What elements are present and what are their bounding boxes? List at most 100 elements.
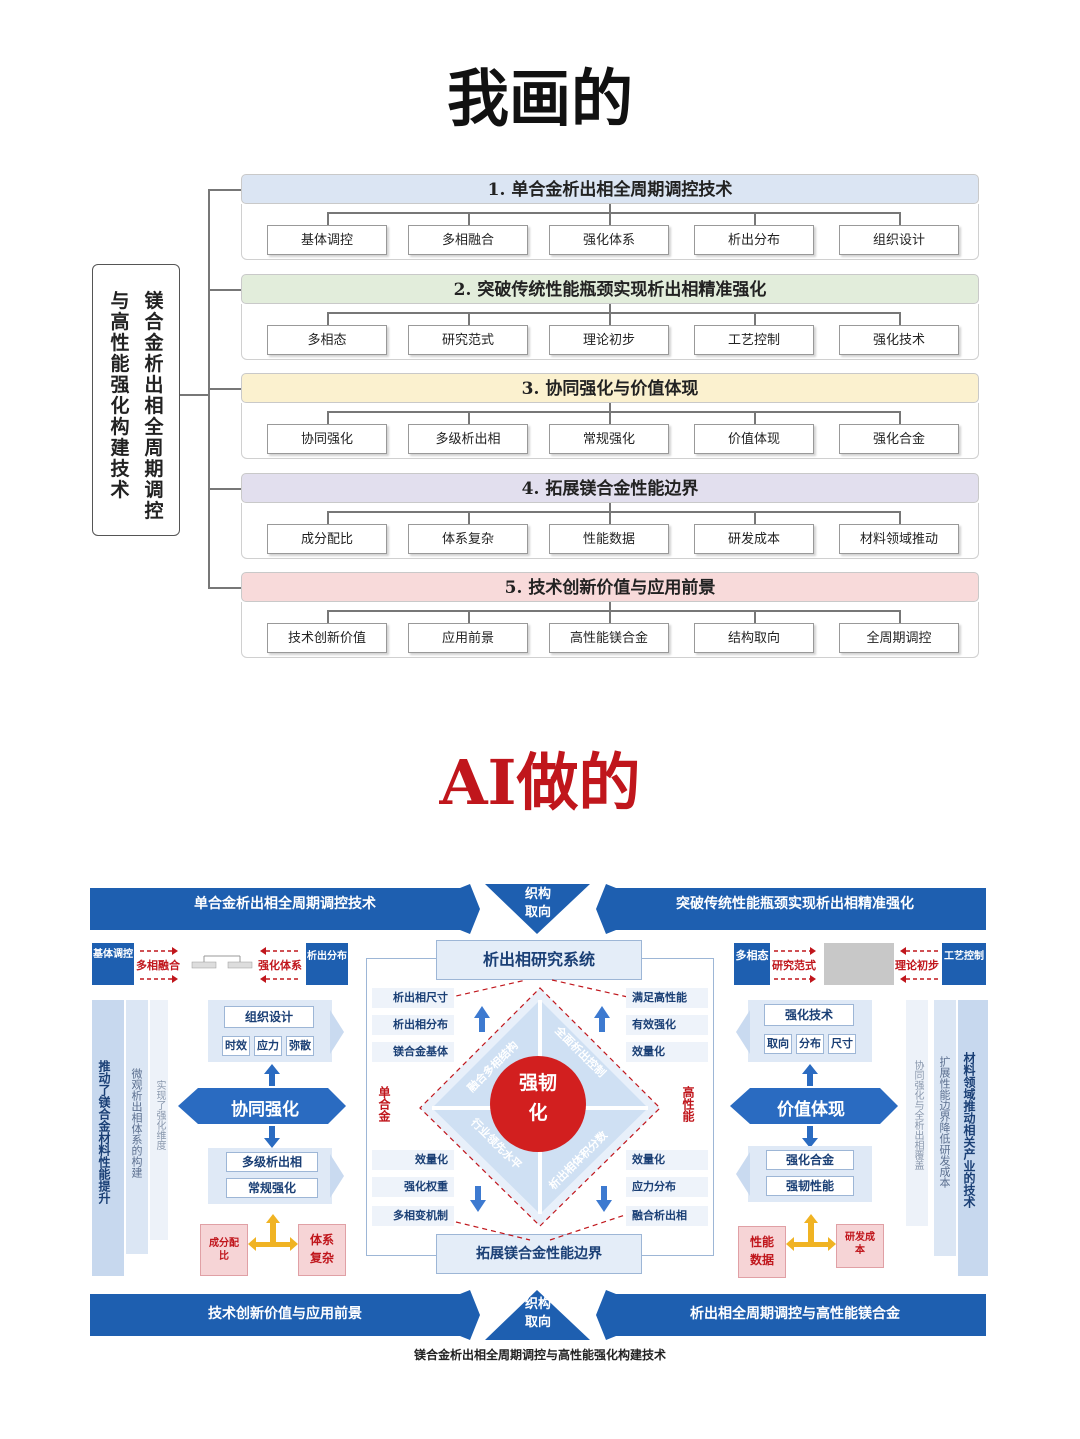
right-main-label: 价值体现 (777, 1100, 845, 1120)
right-row-a: 多相态 (734, 943, 770, 985)
left-pink-2: 体系 复杂 (298, 1224, 346, 1276)
band-title: 1. 单合金析出相全周期调控技术 (241, 174, 979, 204)
right-mid-strip (934, 1000, 956, 1256)
center-right-tab: 效量化 (626, 1150, 708, 1170)
band-bar (327, 212, 901, 214)
item-stem (468, 610, 470, 624)
band-item: 基体调控 (267, 225, 387, 255)
item-stem (327, 212, 329, 226)
right-outer-vertical: 材料领域推动相关产业的技术 (962, 1052, 976, 1208)
left-row-c: 强化体系 (258, 959, 302, 972)
top-center-triangle (485, 884, 590, 934)
right-panel-arrows (802, 1064, 818, 1148)
band-connector (208, 587, 242, 589)
item-stem (609, 411, 611, 425)
item-stem (754, 411, 756, 425)
right-panel-top-chevron (736, 1010, 750, 1054)
band-group (241, 304, 979, 360)
center-left-label: 单合金 (377, 1086, 391, 1122)
item-stem (609, 312, 611, 326)
heading-mine: 我画的 (446, 62, 633, 135)
right-pink-2: 研发成 本 (836, 1224, 884, 1268)
center-left-tab: 强化权重 (372, 1177, 454, 1197)
band-group (241, 403, 979, 459)
top-banners (90, 884, 986, 934)
left-chip-1: 时效 (222, 1036, 250, 1056)
left-panel-lower-chevron (330, 1154, 344, 1198)
right-yellow-arrows (786, 1214, 836, 1251)
center-circle-label: 强韧 化 (518, 1072, 557, 1124)
left-row-d: 析出分布 (306, 943, 348, 985)
center-bottom-box: 拓展镁合金性能边界 (436, 1234, 642, 1274)
left-lower-1: 多级析出相 (226, 1152, 318, 1172)
right-panel-box: 强化技术 (764, 1004, 854, 1026)
right-outer-strip (958, 1000, 988, 1276)
item-stem (468, 312, 470, 326)
item-stem (754, 212, 756, 226)
band-bar (327, 610, 901, 612)
root-line-2: 与高性能强化构建技术 (110, 290, 130, 501)
item-stem (609, 212, 611, 226)
center-right-label: 高性能 (681, 1086, 695, 1122)
band-connector (208, 488, 242, 490)
band-bar (327, 511, 901, 513)
right-chip-1: 取向 (764, 1034, 792, 1054)
band-item: 研究范式 (408, 325, 528, 355)
band-item: 协同强化 (267, 424, 387, 454)
center-right-tab: 应力分布 (626, 1177, 708, 1197)
item-stem (899, 511, 901, 525)
item-stem (468, 511, 470, 525)
bottom-left-banner: 技术创新价值与应用前景 (208, 1306, 362, 1322)
band-stem (609, 602, 611, 610)
band-title: 5. 技术创新价值与应用前景 (241, 572, 979, 602)
band-bar (327, 312, 901, 314)
bottom-right-banner: 析出相全周期调控与高性能镁合金 (690, 1306, 900, 1322)
left-panel-arrows (264, 1064, 280, 1148)
band-item: 性能数据 (549, 524, 669, 554)
band-group (241, 503, 979, 559)
band-item: 工艺控制 (694, 325, 814, 355)
item-stem (609, 610, 611, 624)
right-inner-strip (906, 1000, 928, 1226)
center-left-tab: 析出相尺寸 (372, 988, 454, 1008)
top-right-banner: 突破传统性能瓶颈实现析出相精准强化 (676, 896, 914, 912)
center-left-tab: 多相变机制 (372, 1206, 454, 1226)
left-outer-strip (92, 1000, 124, 1276)
right-row-arrows (774, 947, 938, 983)
item-stem (327, 610, 329, 624)
left-panel-box: 组织设计 (224, 1006, 314, 1028)
center-left-tab: 析出相分布 (372, 1015, 454, 1035)
band-item: 技术创新价值 (267, 623, 387, 653)
left-mid-vertical: 微观析出相体系的构建 (130, 1068, 143, 1178)
band-item: 强化合金 (839, 424, 959, 454)
band-item: 强化技术 (839, 325, 959, 355)
right-lower-1: 强化合金 (766, 1150, 854, 1170)
band-connector (208, 388, 242, 390)
item-stem (899, 312, 901, 326)
band-stem (609, 204, 611, 212)
item-stem (754, 312, 756, 326)
left-row-arrows (140, 947, 298, 983)
ai-caption: 镁合金析出相全周期调控与高性能强化构建技术 (413, 1348, 666, 1362)
band-item: 析出分布 (694, 225, 814, 255)
band-item: 体系复杂 (408, 524, 528, 554)
left-main-label: 协同强化 (231, 1100, 299, 1120)
band-item: 多级析出相 (408, 424, 528, 454)
item-stem (468, 212, 470, 226)
band-item: 应用前景 (408, 623, 528, 653)
root-line-1: 镁合金析出相全周期调控 (144, 290, 164, 522)
left-row-b: 多相融合 (136, 959, 180, 972)
left-chip-2: 应力 (254, 1036, 282, 1056)
item-stem (899, 610, 901, 624)
band-group (241, 204, 979, 260)
band-stem (609, 304, 611, 312)
band-connector (208, 289, 242, 291)
item-stem (899, 212, 901, 226)
center-right-tab: 有效强化 (626, 1015, 708, 1035)
bottom-center-label: 织构 取向 (524, 1297, 551, 1330)
item-stem (327, 511, 329, 525)
center-left-tab: 效量化 (372, 1150, 454, 1170)
root-connector (180, 394, 210, 396)
center-right-tab: 效量化 (626, 1042, 708, 1062)
band-item: 价值体现 (694, 424, 814, 454)
